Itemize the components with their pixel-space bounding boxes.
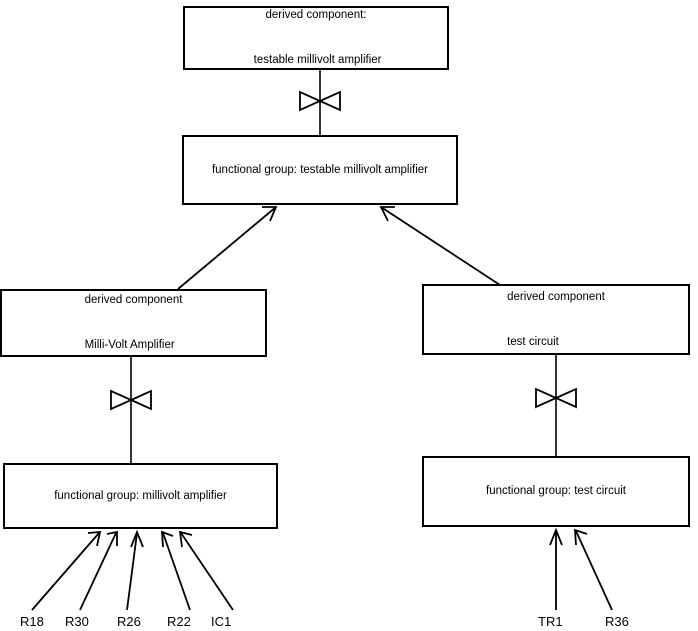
arrow-r22 [161,530,191,611]
node-label-line1: derived component [84,294,183,306]
node-label-group: functional group: test circuit [486,454,626,529]
arrow-r26 [126,529,144,611]
arrow-tr1 [549,527,563,610]
node-label-group: derived component: testable millivolt am… [250,0,382,98]
arrow-mva-to-testable [177,206,278,290]
node-fg-testable-millivolt-amplifier[interactable]: functional group: testable millivolt amp… [182,135,458,205]
leaf-label-r18: R18 [20,614,44,629]
arrow-ic1 [178,530,234,611]
realization-connector-top [299,70,341,135]
node-label-line1: functional group: testable millivolt amp… [211,163,429,176]
node-label-line1: derived component: [265,9,367,21]
node-fg-test-circuit[interactable]: functional group: test circuit [422,456,690,527]
node-derived-test-circuit[interactable]: derived component test circuit [422,284,690,355]
arrow-r18 [31,531,102,611]
node-label-line1: functional group: millivolt amplifier [54,489,227,502]
node-derived-milli-volt-amplifier[interactable]: derived component Milli-Volt Amplifier [0,289,267,357]
node-label-line1: derived component [507,290,605,303]
leaf-label-r26: R26 [117,614,141,629]
realization-connector-right [535,355,577,456]
node-label-group: functional group: millivolt amplifier [54,459,227,534]
node-derived-testable-millivolt-amplifier[interactable]: derived component: testable millivolt am… [183,6,449,70]
arrow-r36 [574,528,613,611]
arrow-r30 [79,530,118,611]
realization-connector-left [110,357,152,463]
leaf-label-r36: R36 [605,614,629,629]
node-label-group: derived component Milli-Volt Amplifier [85,263,183,383]
leaf-label-ic1: IC1 [211,614,232,629]
leaf-label-r22: R22 [167,614,191,629]
arrow-tc-to-testable [379,206,501,286]
node-fg-millivolt-amplifier[interactable]: functional group: millivolt amplifier [3,463,278,529]
node-label-line2: test circuit [507,335,559,348]
leaf-label-tr1: TR1 [538,614,563,629]
node-label-line1: functional group: test circuit [486,485,626,497]
node-label-line2: testable millivolt amplifier [250,54,382,66]
node-label-group: derived component test circuit [507,260,605,380]
node-label-group: functional group: testable millivolt amp… [212,133,428,208]
leaf-label-r30: R30 [65,614,89,629]
node-label-line2: Milli-Volt Amplifier [84,339,175,351]
